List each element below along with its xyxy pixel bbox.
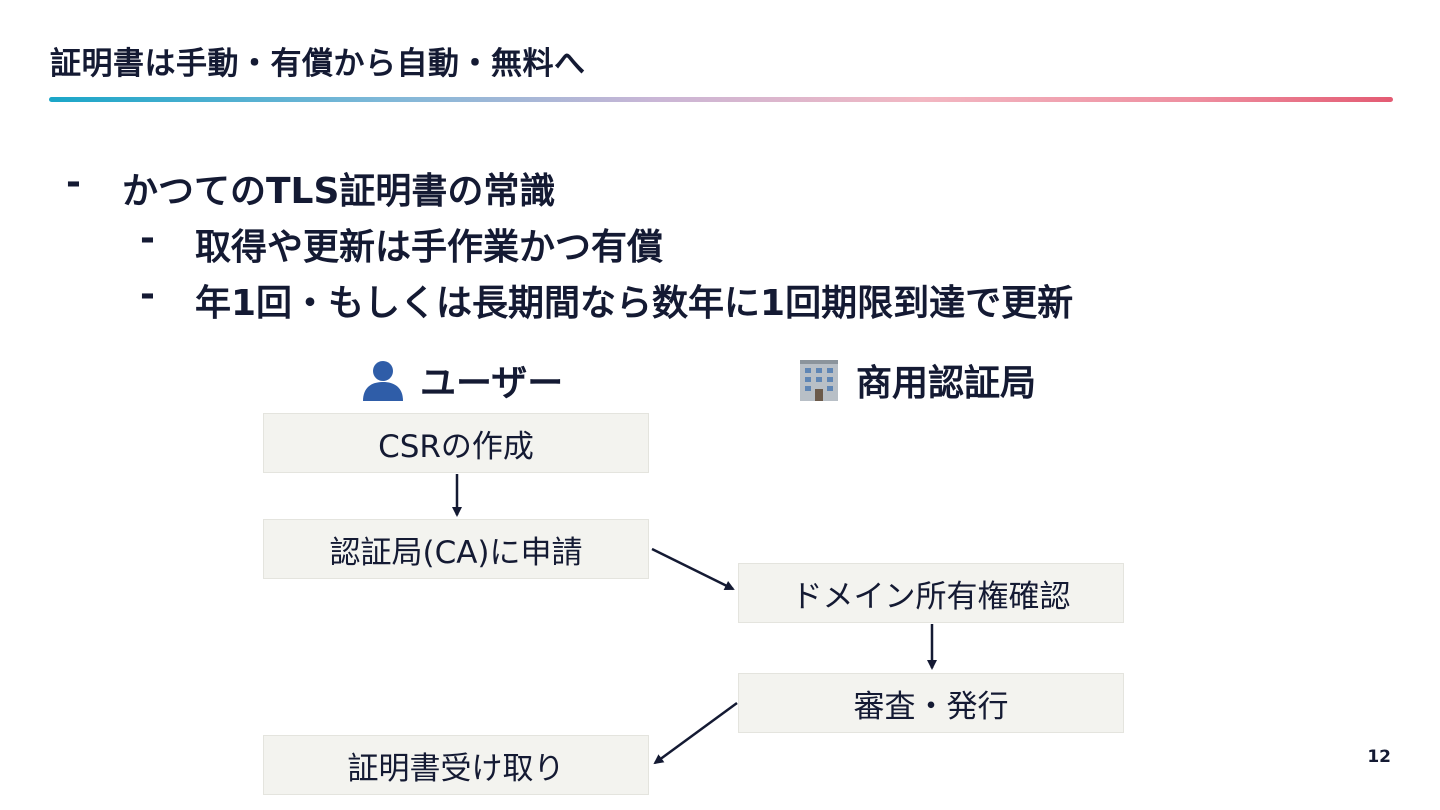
step-label: 証明書受け取り — [347, 750, 565, 787]
lane-label-user: ユーザー — [420, 363, 564, 404]
step-label: ドメイン所有権確認 — [791, 578, 1071, 615]
bullet-level2-2: 年1回・もしくは長期間なら数年に1回期限到達で更新 — [195, 283, 1074, 324]
slide-title: 証明書は手動・有償から自動・無料へ — [50, 46, 586, 82]
building-icon — [796, 357, 842, 403]
step-label: 審査・発行 — [853, 688, 1009, 725]
step-domain-check: ドメイン所有権確認 — [738, 563, 1124, 623]
bullet-dash: - — [66, 162, 81, 203]
step-label: 認証局(CA)に申請 — [329, 534, 583, 571]
step-csr: CSRの作成 — [263, 413, 649, 473]
bullet-dash: - — [140, 218, 155, 259]
lane-header-user: ユーザー — [360, 354, 563, 406]
arrow-review-to-receive — [653, 701, 738, 765]
title-divider — [49, 97, 1393, 102]
step-apply: 認証局(CA)に申請 — [263, 519, 649, 579]
step-receive: 証明書受け取り — [263, 735, 649, 795]
page-number: 12 — [1367, 747, 1391, 767]
lane-header-ca: 商用認証局 — [796, 354, 1036, 406]
user-icon — [360, 357, 406, 403]
bullet-dash: - — [140, 274, 155, 315]
step-label: CSRの作成 — [378, 428, 534, 465]
step-review: 審査・発行 — [738, 673, 1124, 733]
arrow-apply-to-domain — [651, 547, 735, 591]
bullet-level1: かつてのTLS証明書の常識 — [122, 171, 556, 212]
lane-label-ca: 商用認証局 — [856, 363, 1037, 404]
bullet-level2-1: 取得や更新は手作業かつ有償 — [195, 227, 664, 268]
